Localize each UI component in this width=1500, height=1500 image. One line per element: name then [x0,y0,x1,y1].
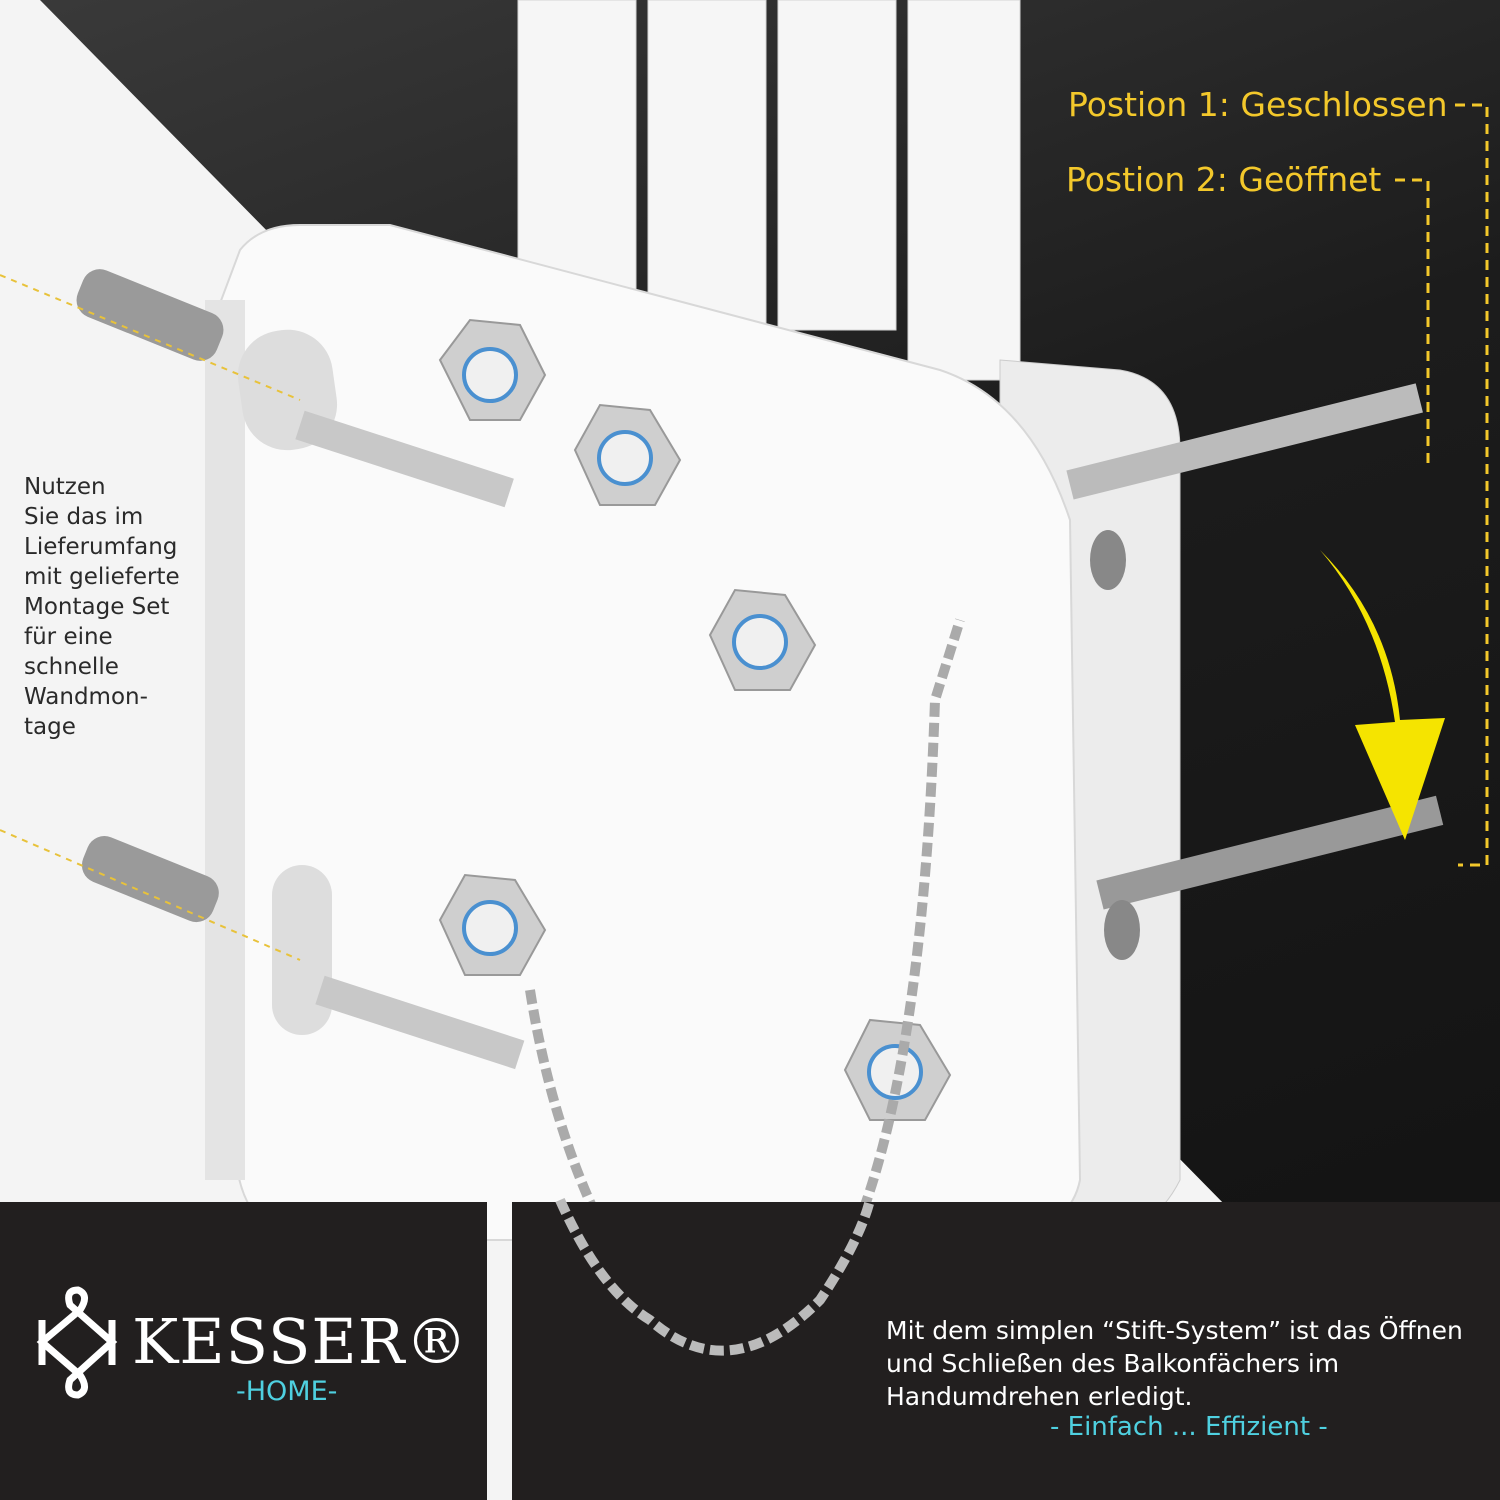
wall-screws [76,269,525,1070]
brand-name: KESSER® [132,1305,469,1378]
mounting-slot [272,865,332,1035]
pin-hole [1104,900,1140,960]
fan-poles [517,0,1021,381]
note-line: Nutzen [24,474,106,500]
position-1-label: Postion 1: Geschlossen [1068,85,1448,124]
mounting-note: Nutzen Sie das im Lieferumfang mit gelie… [24,472,204,742]
note-line: mit gelieferte [24,564,180,590]
note-line: Montage Set [24,594,170,620]
pin-hole [1090,530,1126,590]
position-guides [1395,103,1489,867]
description-text: Mit dem simplen “Stift-System” ist das Ö… [886,1314,1486,1413]
note-line: Wandmon- [24,684,148,710]
pin-closed [1066,383,1423,500]
note-line: tage [24,714,76,740]
note-line: Lieferumfang [24,534,178,560]
brand-subtitle: -HOME- [236,1376,338,1407]
tagline: - Einfach ... Effizient - [1050,1412,1328,1442]
description-line: und Schließen des Balkonfächers im [886,1349,1340,1378]
bracket-plate [208,224,1082,1241]
rotation-arrow-icon [1320,550,1445,840]
note-line: schnelle [24,654,119,680]
note-line: Sie das im [24,504,144,530]
description-line: Handumdrehen erledigt. [886,1382,1193,1411]
description-line: Mit dem simplen “Stift-System” ist das Ö… [886,1316,1463,1345]
note-line: für eine [24,624,113,650]
position-2-label: Postion 2: Geöffnet [1066,160,1382,199]
pin-open [1096,795,1444,910]
